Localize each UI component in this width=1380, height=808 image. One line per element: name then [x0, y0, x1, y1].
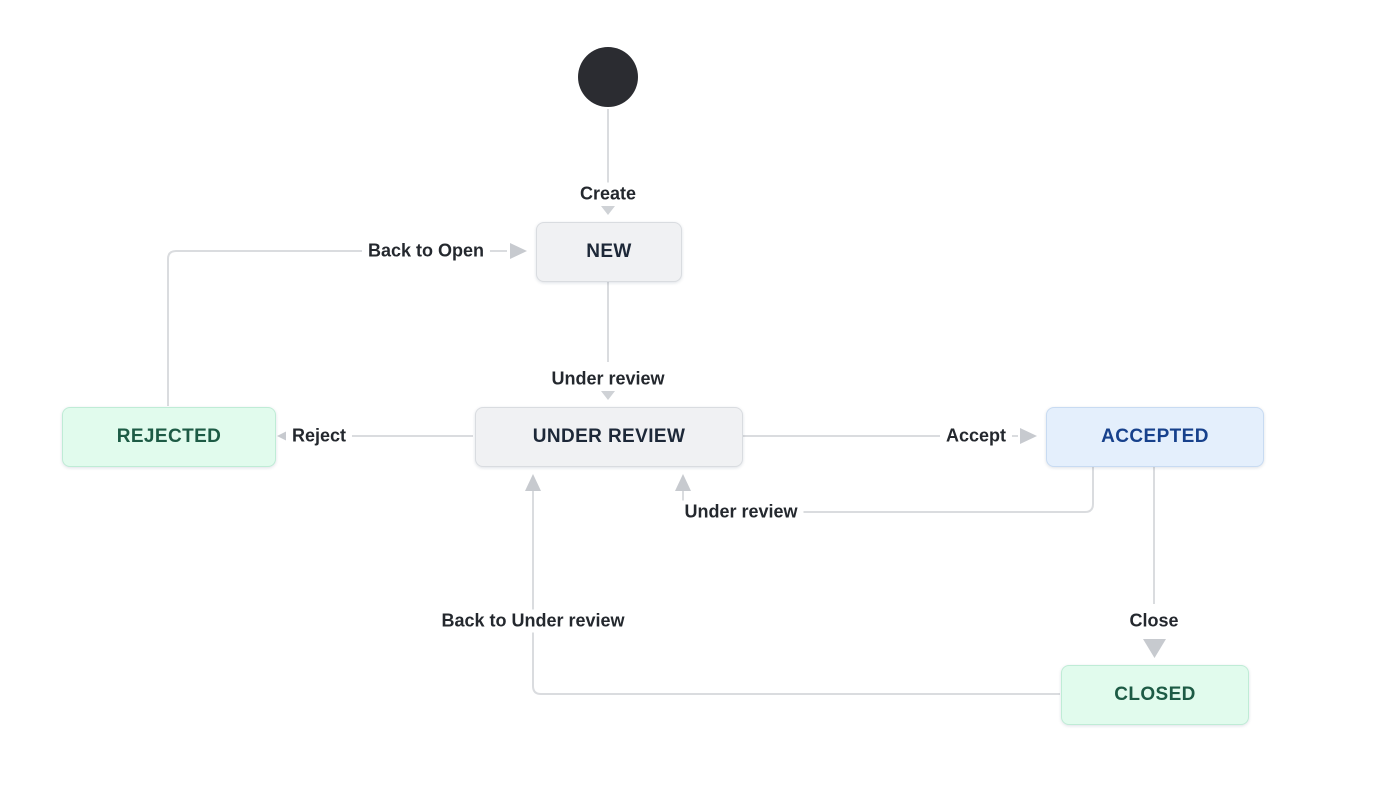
transition-label-accept[interactable]: Accept — [939, 424, 1013, 448]
state-under-review[interactable]: UNDER REVIEW — [475, 407, 743, 467]
state-rejected[interactable]: REJECTED — [62, 407, 276, 467]
state-closed[interactable]: CLOSED — [1061, 665, 1249, 725]
transition-label-back-to-under-review[interactable]: Back to Under review — [435, 609, 631, 633]
start-node[interactable] — [578, 47, 638, 107]
transition-line-back-to-under-review — [532, 491, 1060, 695]
state-new[interactable]: NEW — [536, 222, 682, 282]
transition-label-reject[interactable]: Reject — [285, 424, 353, 448]
transition-label-create[interactable]: Create — [573, 182, 643, 206]
transition-line-under-review-reopen — [682, 467, 1094, 513]
arrowhead-back-to-open-icon — [510, 243, 527, 259]
arrowhead-back-to-under-review-icon — [525, 474, 541, 491]
transition-label-under-review-initial[interactable]: Under review — [545, 367, 671, 391]
arrowhead-create-icon — [601, 206, 615, 215]
state-accepted[interactable]: ACCEPTED — [1046, 407, 1264, 467]
arrowhead-close-icon — [1143, 639, 1166, 658]
transition-label-close[interactable]: Close — [1123, 609, 1185, 633]
arrowhead-accept-icon — [1020, 428, 1037, 444]
arrowhead-under-review-initial-icon — [601, 391, 615, 400]
arrowhead-under-review-reopen-icon — [675, 474, 691, 491]
transition-label-back-to-open[interactable]: Back to Open — [361, 239, 491, 263]
transition-label-under-review-reopen[interactable]: Under review — [678, 500, 804, 524]
transition-line-back-to-open — [167, 250, 507, 406]
